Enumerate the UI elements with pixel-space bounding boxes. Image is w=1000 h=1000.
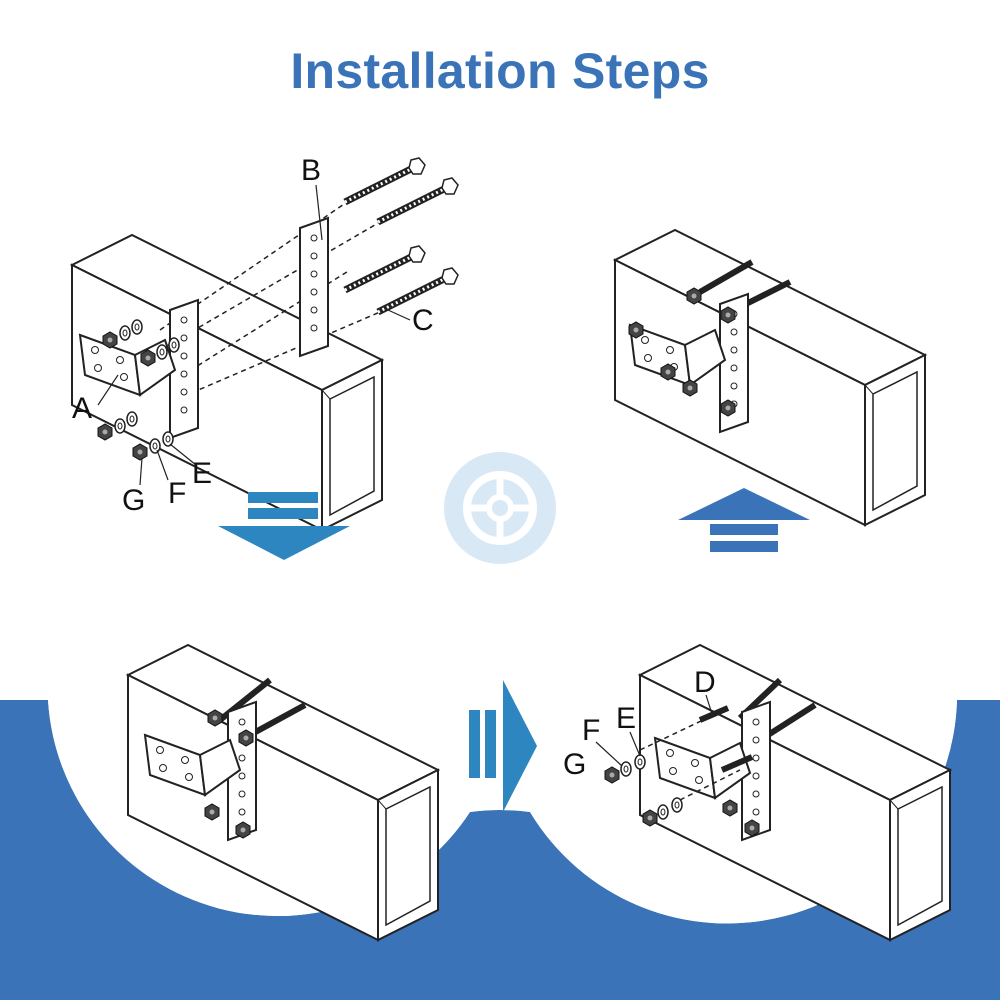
arrow-down-icon: [218, 492, 350, 560]
background-band: [0, 700, 1000, 1000]
label-g: G: [122, 484, 145, 517]
label-d: D: [694, 666, 716, 699]
label-b: B: [301, 154, 321, 187]
page-title: Installation Steps: [290, 43, 710, 99]
label-f: F: [168, 477, 186, 510]
label-c: C: [412, 304, 434, 337]
step-4-completed-view: [614, 229, 926, 526]
step-2-assembled-view: [127, 644, 439, 941]
label-e: E: [192, 457, 212, 490]
arrow-right-icon: [469, 680, 537, 812]
label-g-step3: G: [563, 748, 586, 781]
wheel-icon: [444, 452, 556, 564]
label-a: A: [72, 392, 92, 425]
label-f-step3: F: [582, 714, 600, 747]
step-3-bolt-insert-view: D E F G: [563, 644, 951, 941]
arrow-up-icon: [678, 488, 810, 552]
label-e-step3: E: [616, 702, 636, 735]
step-1-exploded-view: A B C E F G: [71, 154, 458, 531]
